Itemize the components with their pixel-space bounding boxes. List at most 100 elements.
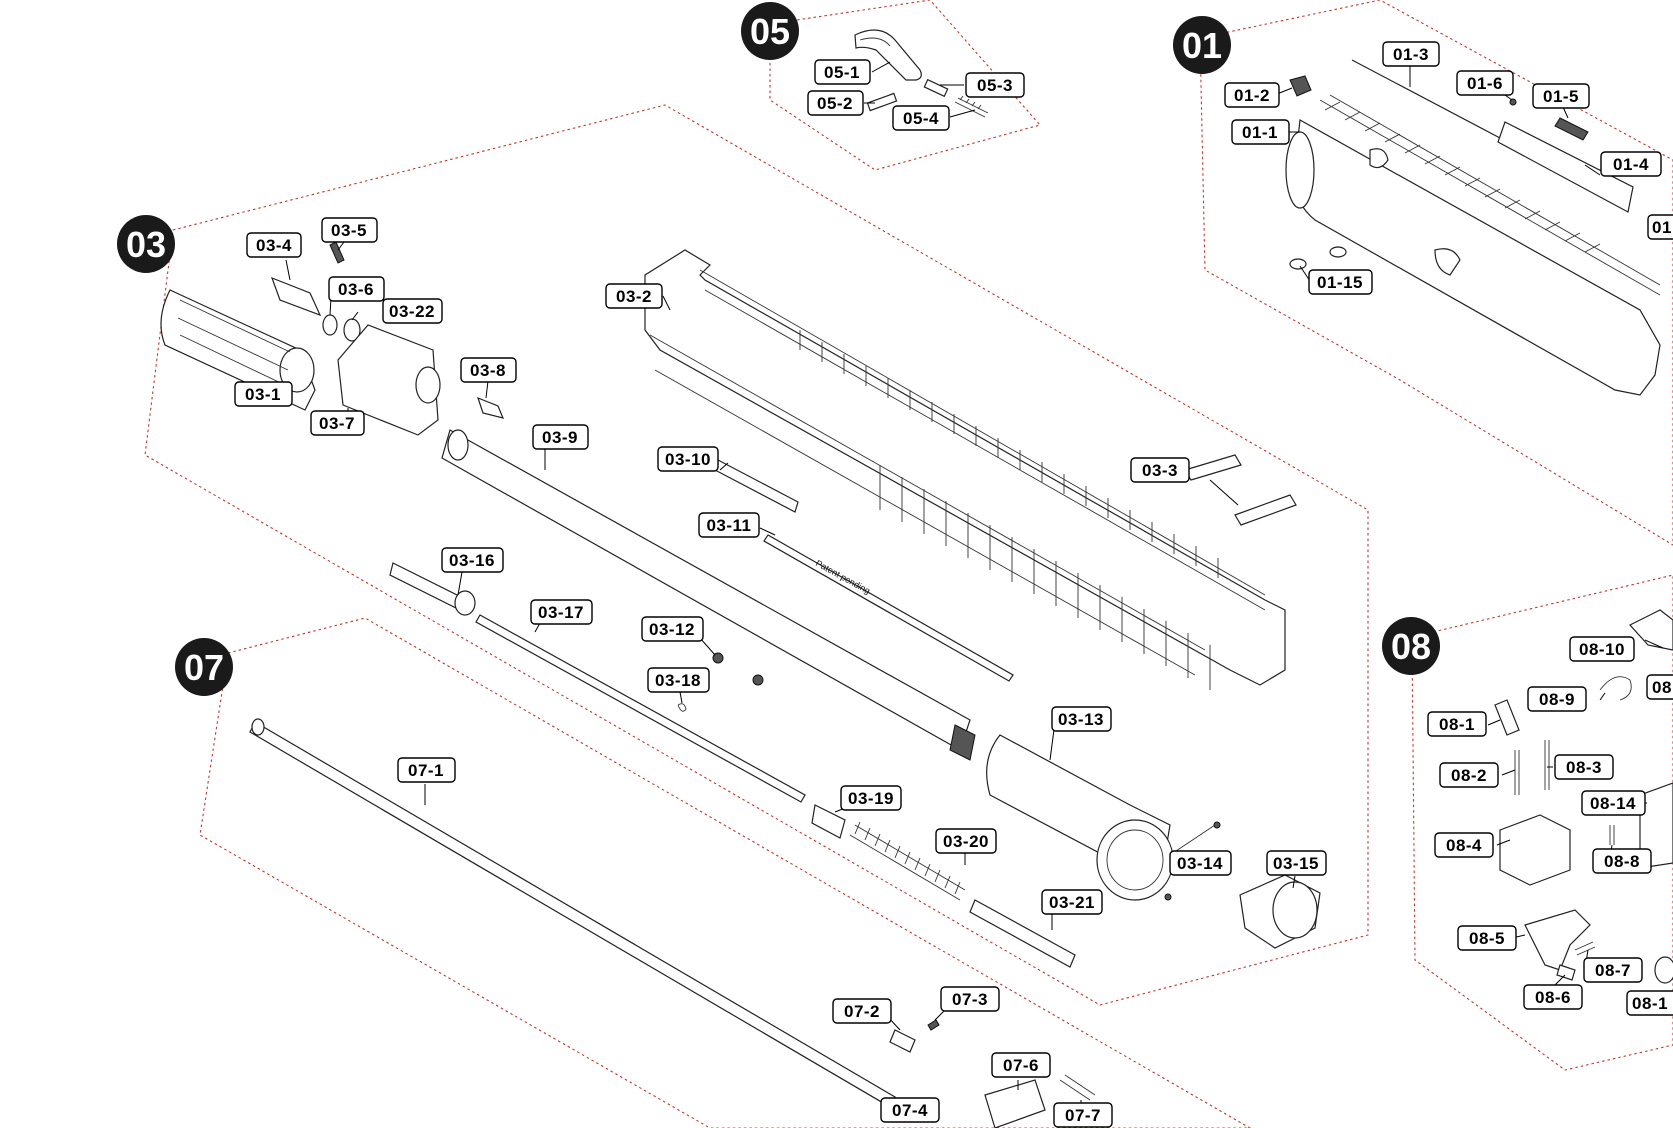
label-01-3: 01-3 — [1382, 41, 1440, 67]
svg-text:05-1: 05-1 — [824, 63, 860, 82]
part-08-10-shape — [1629, 609, 1673, 651]
label-03-15: 03-15 — [1266, 850, 1327, 876]
label-01-6: 01-6 — [1456, 70, 1514, 96]
part-03-3-bolt-b — [1234, 494, 1297, 526]
part-03-6-shape — [322, 314, 338, 336]
label-01-4: 01-4 — [1600, 151, 1662, 177]
svg-text:03-2: 03-2 — [616, 287, 652, 306]
part-08-1x-shape — [1654, 956, 1673, 984]
part-08-6-shape — [1556, 964, 1576, 981]
svg-text:05-4: 05-4 — [903, 109, 939, 128]
label-08-9: 08-9 — [1527, 686, 1587, 712]
group-05-parts — [854, 29, 989, 118]
label-03-9: 03-9 — [532, 424, 589, 450]
svg-text:01-5: 01-5 — [1543, 87, 1579, 106]
part-03-2-handguard — [644, 249, 1286, 686]
svg-text:01-2: 01-2 — [1234, 86, 1270, 105]
svg-text:01: 01 — [1182, 25, 1222, 66]
svg-text:03-11: 03-11 — [706, 516, 751, 535]
svg-text:03-9: 03-9 — [542, 428, 578, 447]
svg-text:07-3: 07-3 — [952, 990, 988, 1009]
group-boundaries — [144, 0, 1673, 1128]
svg-text:01-1: 01-1 — [1242, 123, 1278, 142]
part-01-5-shape — [1554, 117, 1589, 141]
label-05-2: 05-2 — [807, 90, 864, 116]
label-03-1: 03-1 — [234, 381, 293, 407]
label-03-8: 03-8 — [460, 357, 517, 383]
label-03-19: 03-19 — [840, 785, 902, 811]
part-03-20-spring — [849, 821, 966, 901]
part-01-4-shape — [1497, 121, 1634, 213]
label-08-7: 08-7 — [1583, 957, 1643, 983]
part-08-1-shape — [1494, 699, 1520, 736]
label-05-4: 05-4 — [892, 105, 950, 131]
svg-text:01-3: 01-3 — [1393, 45, 1429, 64]
part-05-1-shape — [854, 29, 922, 81]
svg-text:03-4: 03-4 — [256, 236, 292, 255]
label-07-6: 07-6 — [991, 1052, 1051, 1078]
label-07-7: 07-7 — [1053, 1102, 1113, 1128]
svg-text:07-6: 07-6 — [1003, 1056, 1039, 1075]
svg-text:03-20: 03-20 — [943, 832, 989, 851]
label-08-cut: 08 — [1646, 674, 1673, 700]
svg-text:03-10: 03-10 — [665, 450, 711, 469]
label-03-14: 03-14 — [1169, 850, 1232, 876]
group-08-boundary — [1411, 574, 1673, 1071]
part-01-2-shape — [1289, 75, 1312, 97]
svg-text:03-13: 03-13 — [1058, 710, 1104, 729]
part-03-1-flash-hider — [160, 289, 316, 411]
label-01-15: 01-15 — [1308, 269, 1373, 295]
label-07-1: 07-1 — [397, 757, 456, 783]
svg-text:01-6: 01-6 — [1467, 74, 1503, 93]
svg-text:08-5: 08-5 — [1469, 929, 1505, 948]
label-03-7: 03-7 — [310, 410, 365, 436]
part-08-8-shape — [1609, 825, 1615, 845]
label-05-3: 05-3 — [965, 72, 1025, 98]
label-03-20: 03-20 — [935, 828, 997, 854]
group-03-parts: Patent pending — [160, 241, 1321, 968]
svg-text:03-5: 03-5 — [331, 221, 367, 240]
part-08-9-shape — [1599, 676, 1632, 701]
label-08-4: 08-4 — [1434, 832, 1494, 858]
svg-text:08-7: 08-7 — [1595, 961, 1631, 980]
label-03-11: 03-11 — [698, 512, 760, 538]
label-08-1x: 08-1 — [1626, 990, 1673, 1016]
part-08-4-shape — [1499, 814, 1571, 886]
label-03-12: 03-12 — [641, 616, 704, 642]
group-05-badge: 05 — [741, 2, 799, 60]
svg-text:08-9: 08-9 — [1539, 690, 1575, 709]
svg-text:08: 08 — [1652, 678, 1672, 697]
svg-text:03-17: 03-17 — [538, 603, 584, 622]
svg-text:07-4: 07-4 — [892, 1101, 928, 1120]
label-03-4: 03-4 — [246, 232, 302, 258]
label-07-3: 07-3 — [940, 986, 1000, 1012]
label-03-5: 03-5 — [321, 217, 378, 243]
label-03-10: 03-10 — [657, 446, 719, 472]
svg-text:07: 07 — [184, 647, 224, 688]
label-08-10: 08-10 — [1569, 636, 1635, 662]
part-03-14-shape — [1169, 824, 1216, 856]
svg-text:03: 03 — [126, 224, 166, 265]
svg-text:03-22: 03-22 — [389, 302, 435, 321]
svg-text:07-2: 07-2 — [844, 1002, 880, 1021]
group-07-boundary — [199, 617, 1252, 1128]
svg-text:08-1: 08-1 — [1439, 715, 1475, 734]
svg-text:03-3: 03-3 — [1142, 461, 1178, 480]
part-03-3-bolt-a — [1184, 454, 1242, 481]
label-07-2: 07-2 — [832, 998, 892, 1024]
part-03-22-shape — [343, 318, 361, 342]
label-07-4: 07-4 — [880, 1097, 940, 1123]
svg-text:08: 08 — [1391, 626, 1431, 667]
label-08-2: 08-2 — [1439, 762, 1499, 788]
group-05-boundary — [769, 0, 1041, 171]
svg-text:03-16: 03-16 — [449, 551, 495, 570]
label-08-1: 08-1 — [1427, 711, 1487, 737]
group-07-badge: 07 — [175, 638, 233, 696]
group-08-badge: 08 — [1382, 617, 1440, 675]
part-05-2-shape — [866, 92, 898, 112]
label-01-1: 01-1 — [1231, 119, 1290, 145]
group-03-boundary — [144, 104, 1369, 1006]
part-03-5-shape — [329, 241, 345, 264]
svg-text:08-1: 08-1 — [1632, 994, 1668, 1013]
